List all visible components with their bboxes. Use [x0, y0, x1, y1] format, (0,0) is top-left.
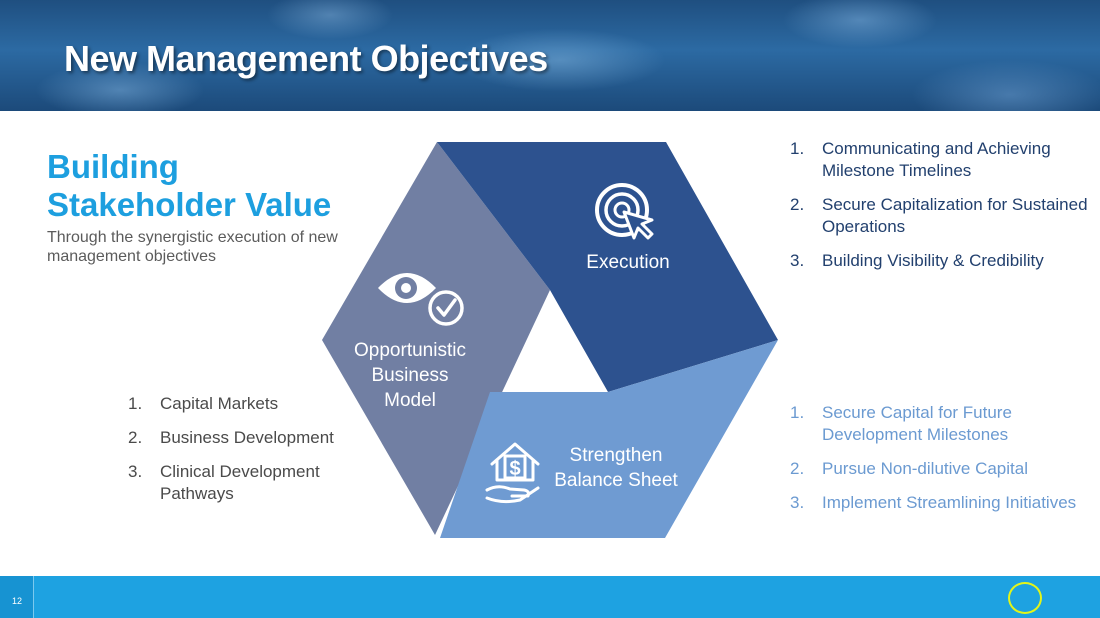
section-heading: Building Stakeholder Value: [47, 148, 332, 223]
list-item: 3.Implement Streamlining Initiatives: [790, 493, 1077, 512]
label-balance: Strengthen Balance Sheet: [554, 445, 678, 491]
house-dollar-hand-icon: [485, 442, 540, 504]
left-objectives-list: 1.Capital Markets 2.Business Development…: [128, 393, 368, 517]
eye-check-icon: [378, 273, 464, 326]
header-banner: New Management Objectives: [0, 0, 1100, 111]
section-subheading: Through the synergistic execution of new…: [47, 229, 338, 265]
logo-ring-icon: [1008, 582, 1042, 614]
segment-balance: [440, 340, 778, 538]
target-cursor-icon: [595, 183, 654, 240]
list-item: 2.Secure Capitalization for Sustained Op…: [790, 195, 1088, 236]
segment-execution: [437, 142, 778, 392]
page-number: 12: [11, 596, 22, 606]
list-item: 3.Building Visibility & Credibility: [790, 251, 1044, 270]
segment-opportunistic: [322, 142, 550, 535]
label-execution: Execution: [586, 252, 670, 273]
label-opportunistic: Opportunistic Business Model: [354, 340, 466, 411]
list-item: 3.Clinical Development Pathways: [128, 462, 320, 503]
balance-objectives-list: 1.Secure Capital for Future Development …: [790, 402, 1090, 526]
list-item: 1.Communicating and Achieving Milestone …: [790, 139, 1051, 180]
execution-objectives-list: 1.Communicating and Achieving Milestone …: [790, 138, 1090, 284]
dollar-sign-glyph: $: [509, 458, 520, 480]
slide-title: New Management Objectives: [64, 38, 548, 79]
list-item: 2.Business Development: [128, 428, 334, 447]
page-number-box: [0, 576, 34, 618]
list-item: 2.Pursue Non-dilutive Capital: [790, 459, 1028, 478]
list-item: 1.Secure Capital for Future Development …: [790, 403, 1012, 444]
list-item: 1.Capital Markets: [128, 394, 279, 413]
footer-bar: [0, 576, 1100, 618]
